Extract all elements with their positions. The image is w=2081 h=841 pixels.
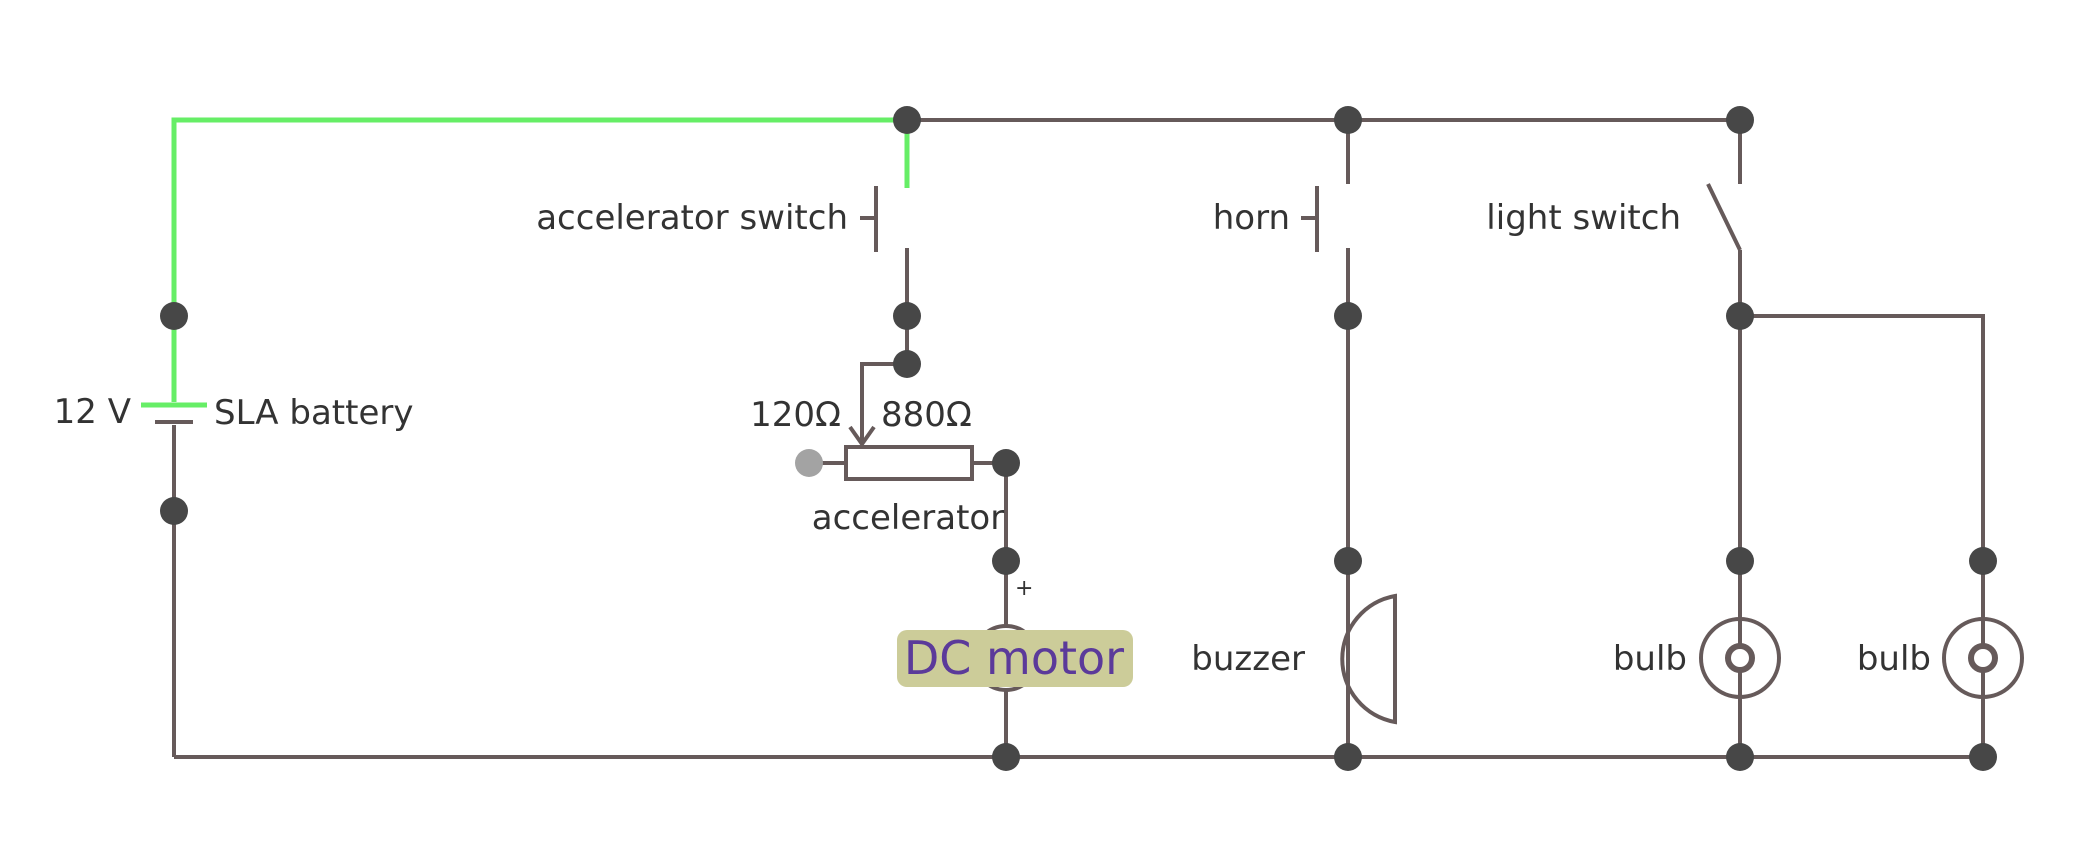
node-top-horn [1334, 106, 1362, 134]
pot-left-resistance: 120Ω [750, 395, 841, 435]
node-horn-out [1334, 302, 1362, 330]
light-switch-lever[interactable] [1706, 183, 1742, 251]
junction-nodes [160, 106, 1997, 771]
node-accel-switch-out [893, 302, 921, 330]
node-bottom-bulb-2 [1969, 743, 1997, 771]
node-top-accel [893, 106, 921, 134]
live-wires [171, 117, 910, 402]
node-light-out [1726, 302, 1754, 330]
battery-name-label: SLA battery [214, 393, 413, 433]
bulb-1-symbol [1699, 617, 1781, 699]
node-pot-left-unused [795, 449, 823, 477]
bulb-1-label: bulb [1613, 639, 1687, 679]
node-bulb-1-in [1726, 547, 1754, 575]
node-battery-negative [160, 497, 188, 525]
node-battery-positive [160, 302, 188, 330]
battery-symbol [141, 402, 207, 424]
motor-label-background [897, 630, 1133, 687]
motor-label: DC motor [904, 631, 1124, 685]
bulb-2-outer [1942, 617, 2024, 699]
pot-right-resistance: 880Ω [881, 395, 972, 435]
node-motor-plus [992, 547, 1020, 575]
potentiometer-symbol[interactable] [844, 425, 974, 481]
node-wiper-feed [893, 350, 921, 378]
motor-polarity: + [1015, 576, 1033, 601]
potentiometer-body[interactable] [844, 445, 974, 481]
wire-wiper-feed [860, 362, 907, 442]
accelerator-switch-symbol[interactable] [860, 186, 878, 252]
node-buzzer-in [1334, 547, 1362, 575]
node-bottom-bulb-1 [1726, 743, 1754, 771]
node-top-light [1726, 106, 1754, 134]
dc-motor-symbol [897, 624, 1133, 692]
bulb-1-outer [1699, 617, 1781, 699]
bulb-2-symbol [1942, 617, 2024, 699]
wire-bulb2-feed [1740, 314, 1985, 757]
node-bottom-motor [992, 743, 1020, 771]
wire-live-battery-to-top [171, 117, 910, 402]
node-pot-right [992, 449, 1020, 477]
bulb-1-filament [1725, 643, 1755, 673]
buzzer-label: buzzer [1191, 639, 1305, 679]
bulb-2-filament [1968, 643, 1998, 673]
potentiometer-name-label: accelerator [812, 498, 1004, 538]
battery-voltage-label: 12 V [54, 392, 131, 432]
accelerator-switch-label: accelerator switch [536, 198, 848, 238]
potentiometer-wiper-arrow[interactable] [848, 425, 876, 448]
horn-label: horn [1213, 198, 1290, 238]
horn-switch-symbol[interactable] [1301, 186, 1319, 252]
node-bulb-2-in [1969, 547, 1997, 575]
node-bottom-buzzer [1334, 743, 1362, 771]
buzzer-symbol [1340, 593, 1397, 725]
light-switch-label: light switch [1486, 198, 1681, 238]
bulb-2-label: bulb [1857, 639, 1931, 679]
